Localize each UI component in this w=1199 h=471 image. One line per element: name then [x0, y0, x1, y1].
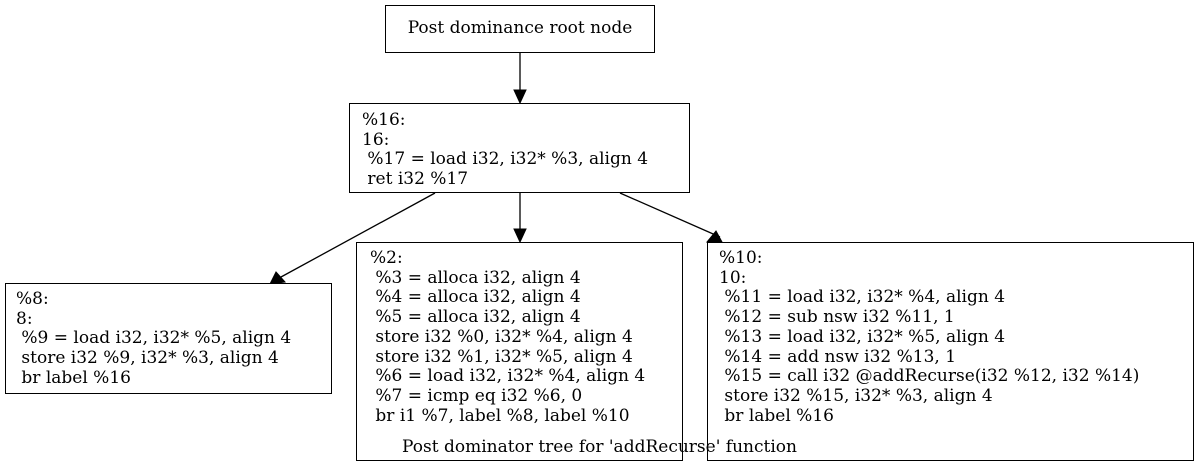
- node-2-line: %2:: [370, 248, 403, 268]
- node-10-line: %10:: [719, 248, 763, 268]
- block-node-8: %8: 8: %9 = load i32, i32* %5, align 4 s…: [5, 283, 332, 394]
- node-2-line: %4 = alloca i32, align 4: [370, 287, 581, 308]
- node-10-line: %11 = load i32, i32* %4, align 4: [719, 287, 1006, 308]
- node-8-line: store i32 %9, i32* %3, align 4: [16, 348, 279, 369]
- node-2-line: %6 = load i32, i32* %4, align 4: [370, 366, 646, 387]
- node-10-line: 10:: [719, 267, 747, 288]
- node-2-line: %7 = icmp eq i32 %6, 0: [370, 385, 583, 406]
- node-16-line: ret i32 %17: [362, 169, 469, 190]
- node-8-line: 8:: [16, 308, 33, 329]
- node-8-line: %8:: [16, 289, 49, 309]
- node-10-line: %15 = call i32 @addRecurse(i32 %12, i32 …: [719, 366, 1140, 387]
- node-2-line: %5 = alloca i32, align 4: [370, 307, 581, 328]
- node-10-line: %12 = sub nsw i32 %11, 1: [719, 307, 955, 328]
- root-node-label: Post dominance root node: [407, 18, 633, 39]
- node-2-line: store i32 %1, i32* %5, align 4: [370, 346, 633, 367]
- node-8-line: %9 = load i32, i32* %5, align 4: [16, 328, 292, 349]
- diagram-caption: Post dominator tree for 'addRecurse' fun…: [402, 437, 797, 457]
- node-2-line: store i32 %0, i32* %4, align 4: [370, 326, 633, 347]
- node-10-line: store i32 %15, i32* %3, align 4: [719, 385, 993, 406]
- node-10-line: %13 = load i32, i32* %5, align 4: [719, 326, 1006, 347]
- node-8-line: br label %16: [16, 367, 131, 388]
- edge-16-to-10: [619, 192, 721, 238]
- arrowhead-root-to-16: [513, 89, 527, 105]
- block-node-2: %2: %3 = alloca i32, align 4 %4 = alloca…: [356, 242, 683, 461]
- node-16-line: %16:: [362, 110, 406, 130]
- block-node-10: %10: 10: %11 = load i32, i32* %4, align …: [707, 242, 1194, 461]
- node-2-line: %3 = alloca i32, align 4: [370, 267, 581, 288]
- node-16-line: 16:: [362, 129, 390, 150]
- block-node-16: %16: 16: %17 = load i32, i32* %3, align …: [349, 103, 690, 193]
- node-10-line: br label %16: [719, 405, 834, 426]
- node-2-line: br i1 %7, label %8, label %10: [370, 405, 630, 426]
- node-10-line: %14 = add nsw i32 %13, 1: [719, 346, 957, 367]
- root-node: Post dominance root node: [385, 5, 655, 53]
- node-16-line: %17 = load i32, i32* %3, align 4: [362, 149, 649, 170]
- edge-16-to-8: [280, 192, 436, 278]
- arrowhead-16-to-2: [513, 228, 527, 244]
